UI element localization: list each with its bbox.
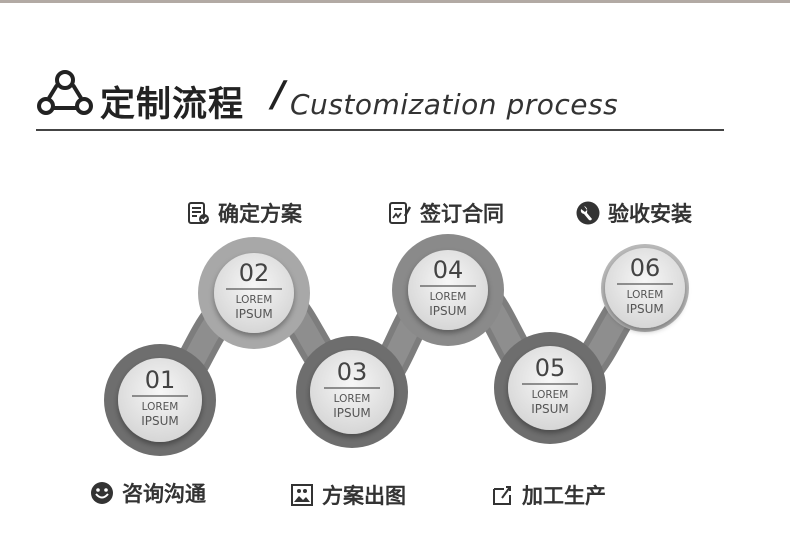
step-number: 05	[535, 354, 566, 382]
node-text-line2: IPSUM	[333, 406, 371, 420]
node-disc	[408, 250, 488, 330]
production-icon	[493, 486, 511, 505]
step-label-06: 验收安装	[576, 198, 692, 228]
node-text-line1: LOREM	[627, 289, 664, 301]
header-underline	[36, 129, 724, 131]
step-label-01: 咨询沟通	[90, 478, 206, 508]
smiley-icon	[91, 482, 113, 504]
node-disc	[118, 358, 202, 442]
node-disc	[310, 350, 394, 434]
wrench-badge-icon	[576, 201, 600, 225]
page-header: 定制流程 / Customization process	[36, 62, 726, 132]
step-number: 04	[433, 256, 464, 284]
node-text-line2: IPSUM	[429, 304, 467, 318]
step-number: 01	[145, 366, 176, 394]
step-number: 02	[239, 259, 270, 287]
node-disc	[605, 248, 685, 328]
image-icon	[291, 484, 313, 506]
step-label-text: 签订合同	[420, 202, 504, 226]
document-check-icon	[188, 202, 209, 224]
top-border	[0, 0, 790, 3]
page-title: 定制流程	[100, 85, 245, 125]
node-text-line1: LOREM	[334, 393, 371, 405]
step-label-text: 验收安装	[608, 202, 692, 226]
step-label-text: 加工生产	[522, 484, 606, 508]
node-text-line2: IPSUM	[141, 414, 179, 428]
page-subtitle: Customization process	[290, 88, 619, 121]
title-divider: /	[272, 74, 286, 115]
step-label-text: 方案出图	[322, 484, 406, 508]
signature-icon	[389, 202, 412, 224]
network-icon	[37, 70, 93, 115]
step-label-02: 确定方案	[186, 198, 302, 228]
step-label-05: 加工生产	[490, 480, 606, 510]
node-text-line1: LOREM	[142, 401, 179, 413]
node-text-line1: LOREM	[236, 294, 273, 306]
step-number: 03	[337, 358, 368, 386]
node-text-line2: IPSUM	[235, 307, 273, 321]
step-label-03: 方案出图	[290, 480, 406, 510]
step-number: 06	[630, 254, 661, 282]
node-text-line1: LOREM	[430, 291, 467, 303]
node-text-line2: IPSUM	[531, 402, 569, 416]
step-label-text: 确定方案	[218, 202, 302, 226]
node-disc	[508, 346, 592, 430]
step-label-text: 咨询沟通	[122, 482, 206, 506]
node-text-line1: LOREM	[532, 389, 569, 401]
step-label-04: 签订合同	[388, 198, 504, 228]
node-disc	[214, 253, 294, 333]
node-text-line2: IPSUM	[626, 302, 664, 316]
